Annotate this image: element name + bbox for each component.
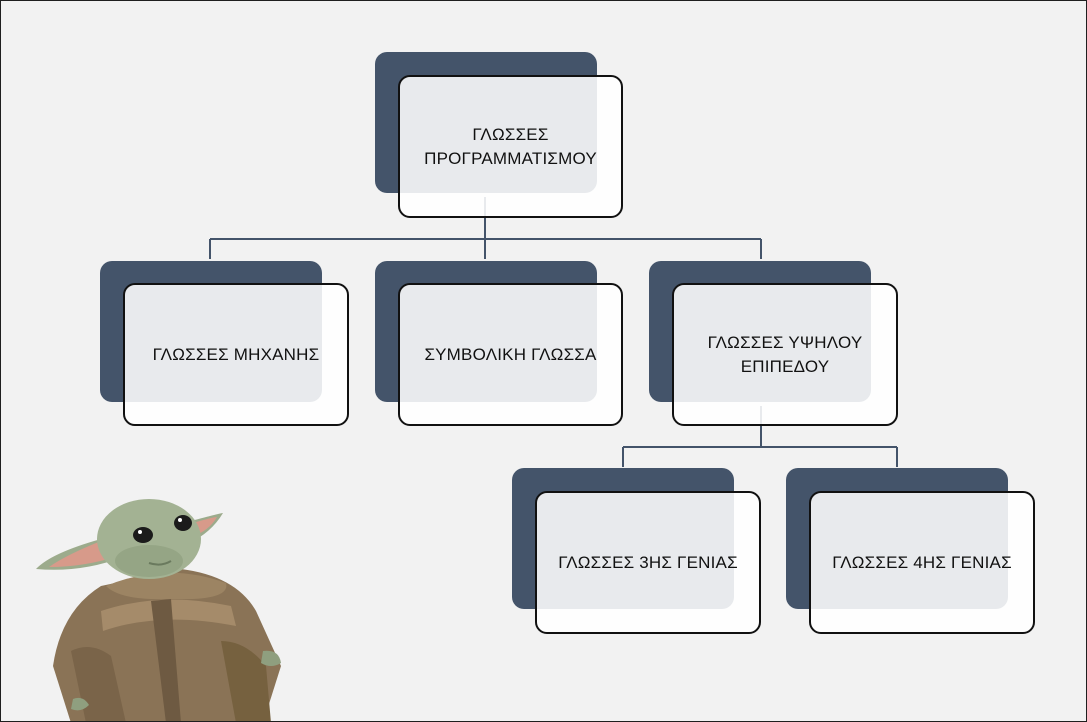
high-level-language-node[interactable]: ΓΛΩΣΣΕΣ ΥΨΗΛΟΥ ΕΠΙΠΕΔΟΥ: [672, 283, 898, 426]
machine-language-node[interactable]: ΓΛΩΣΣΕΣ ΜΗΧΑΝΗΣ: [123, 283, 349, 426]
root-node-label: ΓΛΩΣΣΕΣ ΠΡΟΓΡΑΜΜΑΤΙΣΜΟΥ: [424, 124, 597, 168]
gen3-language-node[interactable]: ΓΛΩΣΣΕΣ 3ΗΣ ΓΕΝΙΑΣ: [535, 491, 761, 634]
symbolic-language-node[interactable]: ΣΥΜΒΟΛΙΚΗ ΓΛΩΣΣΑ: [398, 283, 623, 426]
baby-yoda-figure: [36, 499, 281, 721]
root-node[interactable]: ΓΛΩΣΣΕΣ ΠΡΟΓΡΑΜΜΑΤΙΣΜΟΥ: [398, 75, 623, 218]
gen3-language-label: ΓΛΩΣΣΕΣ 3ΗΣ ΓΕΝΙΑΣ: [558, 552, 738, 572]
gen4-language-label: ΓΛΩΣΣΕΣ 4ΗΣ ΓΕΝΙΑΣ: [832, 552, 1012, 572]
symbolic-language-label: ΣΥΜΒΟΛΙΚΗ ΓΛΩΣΣΑ: [424, 344, 597, 364]
gen4-language-node[interactable]: ΓΛΩΣΣΕΣ 4ΗΣ ΓΕΝΙΑΣ: [809, 491, 1035, 634]
machine-language-label: ΓΛΩΣΣΕΣ ΜΗΧΑΝΗΣ: [152, 344, 320, 364]
high-level-language-label: ΓΛΩΣΣΕΣ ΥΨΗΛΟΥ ΕΠΙΠΕΔΟΥ: [707, 332, 863, 376]
